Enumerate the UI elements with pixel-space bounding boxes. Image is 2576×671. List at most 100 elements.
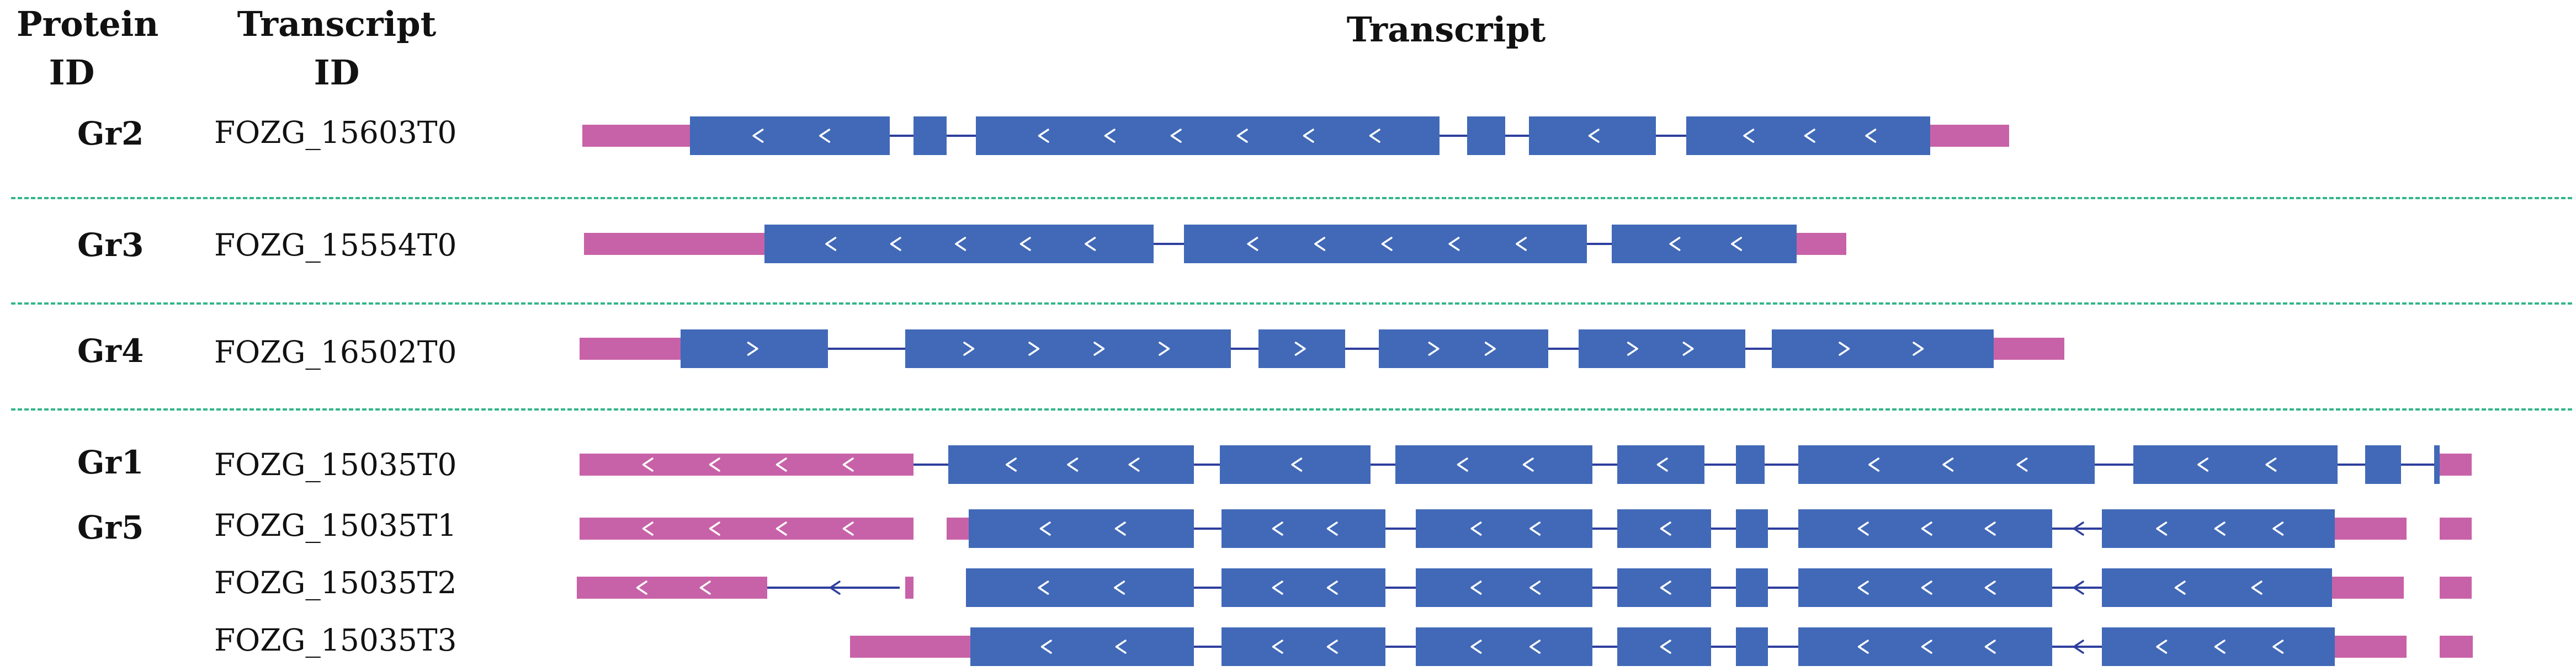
strand-arrow [1529, 640, 1541, 654]
exon-block [1221, 509, 1385, 548]
strand-arrow [1247, 237, 1258, 251]
exon-block [905, 329, 1231, 368]
strand-arrow [1484, 342, 1496, 356]
strand-arrow [1457, 457, 1468, 472]
strand-arrow [2156, 521, 2168, 536]
exon-block [1220, 445, 1371, 484]
strand-arrow [1743, 129, 1755, 143]
strand-arrow [1369, 129, 1380, 143]
strand-arrow [1115, 640, 1127, 654]
strand-arrow [1236, 129, 1248, 143]
strand-arrow [1272, 581, 1283, 595]
exon-block [1798, 445, 2095, 484]
exon-block [1798, 627, 2052, 666]
exon-block [1736, 445, 1765, 484]
strand-arrow [2073, 581, 2084, 595]
strand-arrow [1114, 581, 1125, 595]
utr-segment [577, 577, 767, 599]
strand-arrow [1804, 129, 1815, 143]
exon-block [1221, 568, 1385, 607]
exon-block [681, 329, 828, 368]
strand-arrow [1093, 342, 1105, 356]
exon-block [1416, 509, 1592, 548]
exon-block [1184, 225, 1587, 263]
transcript-id: FOZG_15035T2 [214, 565, 457, 600]
exon-block [1798, 509, 2052, 548]
exon-block [1617, 445, 1704, 484]
strand-arrow [1067, 457, 1079, 472]
transcript-id-header: Transcript ID [215, 0, 458, 97]
strand-arrow [776, 457, 787, 472]
strand-arrow [842, 457, 854, 472]
utr-segment [580, 518, 913, 540]
strand-arrow [2265, 457, 2277, 472]
strand-arrow [747, 342, 758, 356]
utr-segment [2440, 577, 2472, 599]
exon-block [1579, 329, 1745, 368]
strand-arrow [1942, 457, 1954, 472]
strand-arrow [1627, 342, 1638, 356]
exon-block [2133, 445, 2338, 484]
strand-arrow [1040, 640, 1052, 654]
exon-block [1736, 627, 1768, 666]
strand-arrow [1381, 237, 1393, 251]
utr-segment [1930, 125, 2009, 147]
exon-block [2434, 445, 2440, 484]
strand-arrow [699, 581, 711, 595]
strand-arrow [1865, 129, 1877, 143]
strand-arrow [1857, 640, 1869, 654]
transcript-id: FOZG_15035T0 [214, 447, 457, 482]
strand-arrow [890, 237, 901, 251]
exon-block [1416, 568, 1592, 607]
utr-segment [2440, 454, 2472, 476]
exon-block [1617, 568, 1711, 607]
exon-block [2102, 509, 2335, 548]
group-separator [11, 302, 2572, 305]
strand-arrow [1529, 521, 1541, 536]
protein-id: Gr4 [77, 332, 144, 370]
strand-arrow [963, 342, 975, 356]
exon-block [966, 568, 1194, 607]
strand-arrow [2251, 581, 2262, 595]
utr-segment [2440, 518, 2472, 540]
strand-arrow [1038, 581, 1049, 595]
exon-block [2102, 627, 2335, 666]
strand-arrow [1516, 237, 1527, 251]
strand-arrow [1868, 457, 1879, 472]
strand-arrow [1660, 521, 1671, 536]
strand-arrow [1303, 129, 1314, 143]
strand-arrow [1984, 640, 1996, 654]
exon-block [1798, 568, 2052, 607]
strand-arrow [1085, 237, 1096, 251]
strand-arrow [1984, 581, 1996, 595]
exon-block [1467, 116, 1505, 155]
transcript-id: FOZG_15554T0 [214, 227, 457, 263]
strand-arrow [1028, 342, 1040, 356]
strand-arrow [1104, 129, 1116, 143]
utr-segment [2332, 577, 2404, 599]
strand-arrow [1326, 640, 1338, 654]
strand-arrow [1272, 521, 1283, 536]
protein-id: Gr5 [77, 509, 144, 546]
transcript-id: FOZG_16502T0 [214, 334, 457, 370]
exon-block [1379, 329, 1548, 368]
strand-arrow [2156, 640, 2168, 654]
strand-arrow [1294, 342, 1306, 356]
strand-arrow [2073, 521, 2084, 536]
strand-arrow [1159, 342, 1170, 356]
strand-arrow [776, 521, 787, 536]
transcript-id-header-line2: ID [314, 52, 360, 93]
utr-segment [582, 125, 690, 147]
strand-arrow [1529, 581, 1541, 595]
exon-block [690, 116, 890, 155]
strand-arrow [1660, 640, 1671, 654]
exon-block [1416, 627, 1592, 666]
transcript-header: Transcript [1346, 9, 1546, 50]
strand-arrow [1170, 129, 1182, 143]
strand-arrow [1857, 581, 1869, 595]
transcript-id: FOZG_15035T1 [214, 508, 457, 543]
exon-block [1612, 225, 1797, 263]
strand-arrow [709, 521, 720, 536]
strand-arrow [642, 521, 654, 536]
exon-block [1617, 509, 1711, 548]
